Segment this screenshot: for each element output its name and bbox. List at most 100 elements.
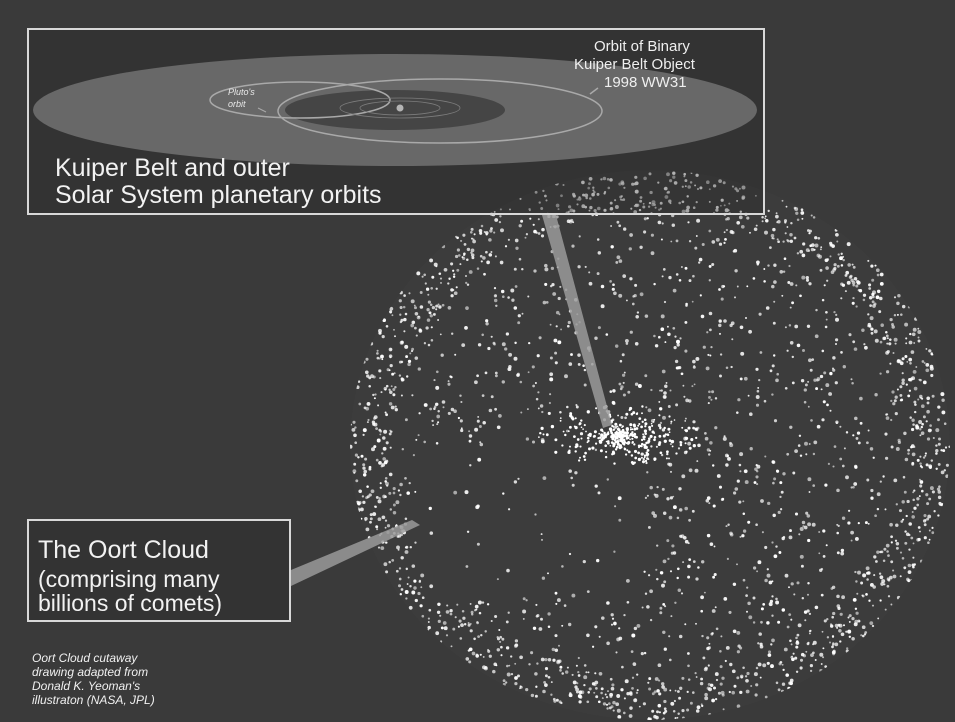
comet-dot xyxy=(902,305,905,308)
comet-dot xyxy=(647,440,650,443)
comet-dot xyxy=(369,521,372,524)
comet-dot xyxy=(607,431,609,433)
comet-dot xyxy=(857,431,860,434)
comet-dot xyxy=(460,623,464,627)
comet-dot xyxy=(790,341,794,345)
comet-dot xyxy=(459,620,462,623)
comet-dot xyxy=(639,246,642,249)
comet-dot xyxy=(914,387,918,391)
comet-dot xyxy=(625,434,628,437)
comet-dot xyxy=(847,616,849,618)
comet-dot xyxy=(873,574,875,576)
comet-dot xyxy=(693,560,696,563)
comet-dot xyxy=(611,453,613,455)
comet-dot xyxy=(653,335,656,338)
comet-dot xyxy=(711,263,714,266)
comet-dot xyxy=(578,674,581,677)
comet-dot xyxy=(470,231,473,234)
comet-dot xyxy=(720,683,723,686)
comet-dot xyxy=(871,293,874,296)
comet-dot xyxy=(450,613,453,616)
comet-dot xyxy=(370,374,374,378)
comet-dot xyxy=(791,643,793,645)
comet-dot xyxy=(909,341,913,345)
comet-dot xyxy=(387,524,390,527)
comet-dot xyxy=(550,694,552,696)
comet-dot xyxy=(386,485,388,487)
comet-dot xyxy=(402,448,404,450)
comet-dot xyxy=(670,615,672,617)
comet-dot xyxy=(427,626,430,629)
comet-dot xyxy=(697,444,700,447)
comet-dot xyxy=(917,398,919,400)
comet-dot xyxy=(489,253,493,257)
comet-dot xyxy=(514,268,517,271)
comet-dot xyxy=(482,394,485,397)
comet-dot xyxy=(378,461,382,465)
comet-dot xyxy=(542,690,546,694)
comet-dot xyxy=(586,633,590,637)
comet-dot xyxy=(911,428,914,431)
comet-dot xyxy=(935,449,938,452)
comet-dot xyxy=(625,453,627,455)
comet-dot xyxy=(909,362,912,365)
comet-dot xyxy=(905,337,907,339)
comet-dot xyxy=(651,511,655,515)
comet-dot xyxy=(632,303,635,306)
comet-dot xyxy=(568,362,572,366)
comet-dot xyxy=(854,622,858,626)
comet-dot xyxy=(832,356,835,359)
comet-dot xyxy=(727,524,729,526)
comet-dot xyxy=(779,270,783,274)
comet-dot xyxy=(527,295,529,297)
comet-dot xyxy=(829,642,831,644)
comet-dot xyxy=(902,379,905,382)
comet-dot xyxy=(774,554,778,558)
comet-dot xyxy=(436,370,439,373)
comet-dot xyxy=(708,402,710,404)
comet-dot xyxy=(679,441,682,444)
comet-dot xyxy=(469,440,472,443)
comet-dot xyxy=(854,465,857,468)
comet-dot xyxy=(681,709,684,712)
comet-dot xyxy=(502,295,505,298)
comet-dot xyxy=(636,413,638,415)
comet-dot xyxy=(694,383,696,385)
comet-dot xyxy=(489,409,493,413)
comet-dot xyxy=(444,626,448,630)
comet-dot xyxy=(746,217,749,220)
comet-dot xyxy=(441,354,444,357)
comet-dot xyxy=(733,629,737,633)
comet-dot xyxy=(833,650,836,653)
comet-dot xyxy=(612,442,615,445)
comet-dot xyxy=(849,636,851,638)
comet-dot xyxy=(605,333,608,336)
comet-dot xyxy=(612,389,615,392)
comet-dot xyxy=(408,360,411,363)
comet-dot xyxy=(413,454,415,456)
comet-dot xyxy=(765,219,769,223)
comet-dot xyxy=(855,608,857,610)
comet-dot xyxy=(765,215,767,217)
comet-dot xyxy=(462,617,465,620)
comet-dot xyxy=(467,283,469,285)
comet-dot xyxy=(460,429,463,432)
comet-dot xyxy=(896,447,900,451)
comet-dot xyxy=(574,471,577,474)
comet-dot xyxy=(586,700,589,703)
comet-dot xyxy=(889,363,891,365)
comet-dot xyxy=(685,451,687,453)
comet-dot xyxy=(471,228,474,231)
comet-dot xyxy=(821,418,824,421)
comet-dot xyxy=(921,426,923,428)
comet-dot xyxy=(518,314,521,317)
comet-dot xyxy=(620,388,623,391)
comet-dot xyxy=(349,445,353,449)
comet-dot xyxy=(618,383,621,386)
comet-dot xyxy=(414,491,416,493)
comet-dot xyxy=(535,604,537,606)
comet-dot xyxy=(544,683,548,687)
comet-dot xyxy=(651,425,653,427)
comet-dot xyxy=(571,245,574,248)
comet-dot xyxy=(555,361,558,364)
